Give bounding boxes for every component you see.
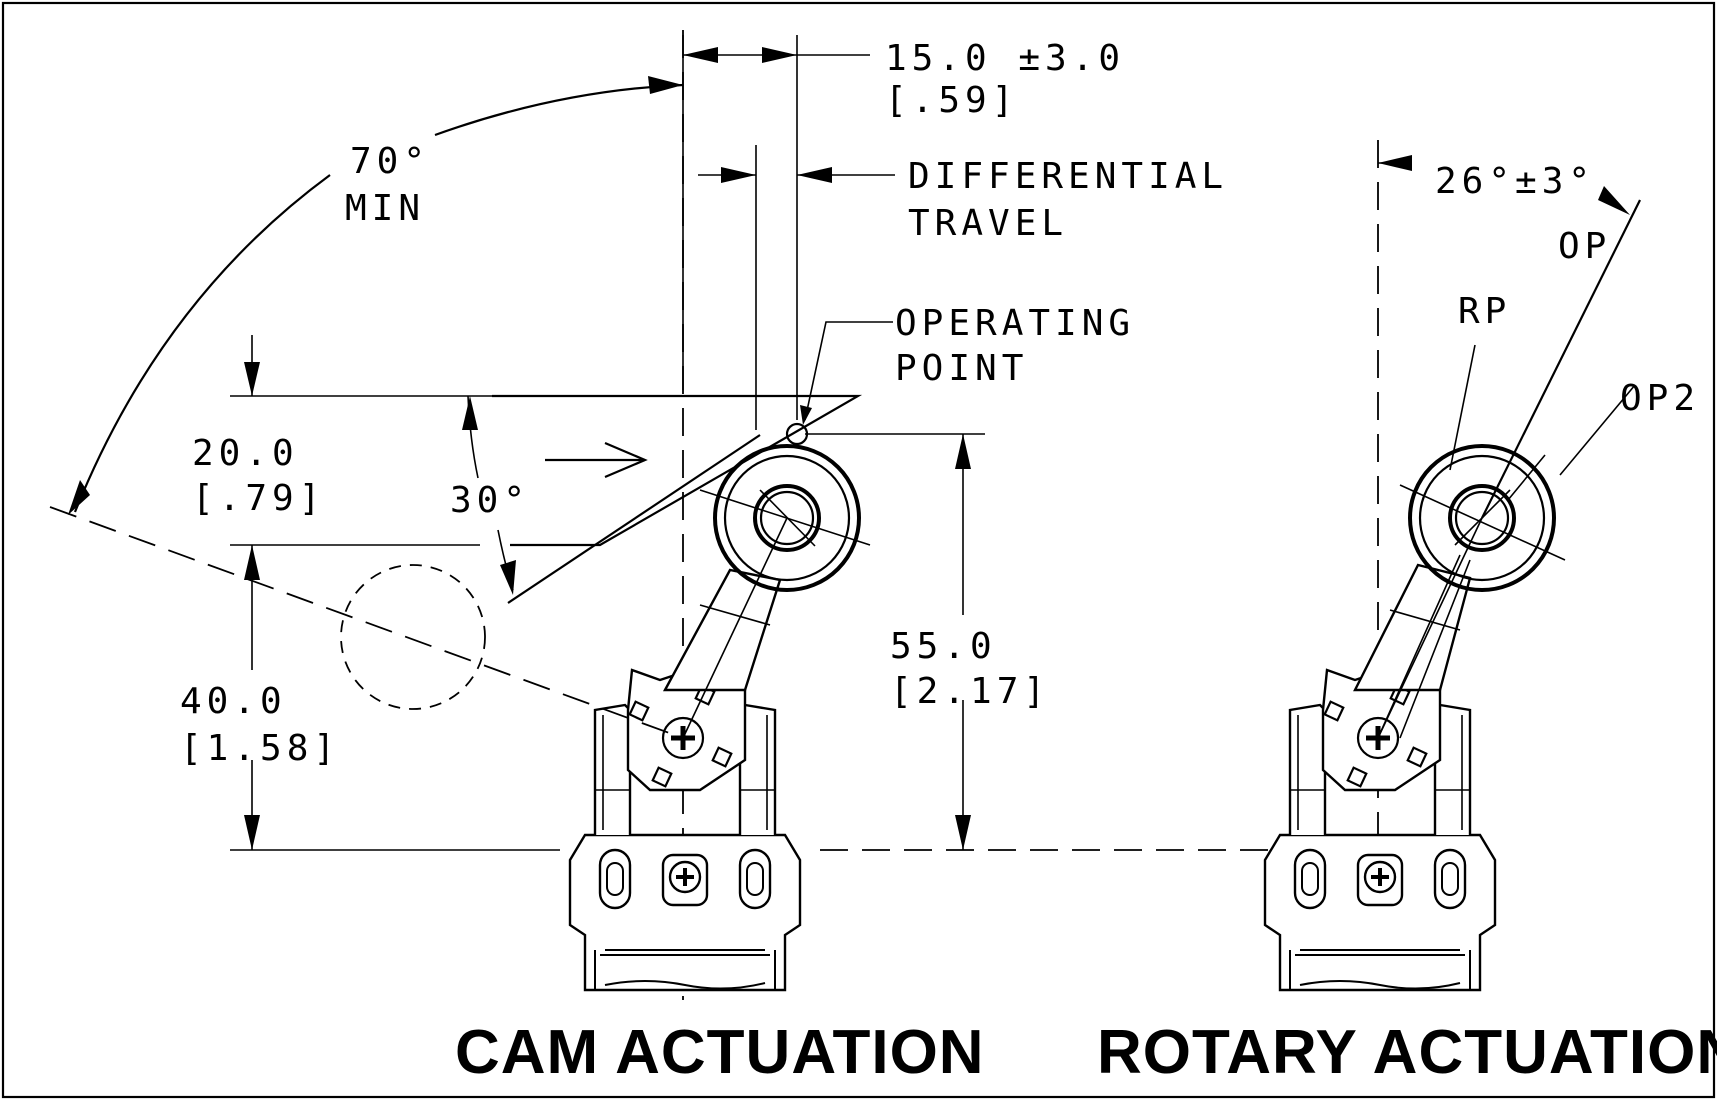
cam-hub-key [651,766,673,788]
cam-hub-key [628,700,650,722]
dim-55-inch-label: [2.17] [890,671,1050,712]
cam-roller-ghost [340,564,486,710]
angle-70-arrowhead [68,480,90,515]
angle-70-arrowhead [648,76,683,94]
rotary-lever-crease [1389,609,1461,631]
cam-actuation-title: CAM ACTUATION [455,1018,985,1087]
dim-55-label: 55.0 [890,626,997,667]
rotary-roller-bore [1448,484,1516,552]
dim-55-arrowhead [955,434,971,469]
rp-line [1449,344,1476,471]
dim-40-arrowhead [244,815,260,850]
angle-26-label: 26°±3° [1435,161,1595,202]
operating-point-label-1: OPERATING [895,303,1135,344]
dim-40-arrowhead [244,545,260,580]
op2-line [1559,384,1636,476]
angle-26-arrowhead [1598,186,1630,215]
cam-roller-axis [699,489,871,546]
cam-roller-inner [723,454,851,582]
angle-70-label: 70° [350,141,430,182]
dim-15-arrowhead [762,47,797,63]
dim-20-inch-label: [.79] [192,478,325,519]
cam-ramp-upper [492,394,863,547]
rotary-lever-axis [1377,517,1483,739]
dim-15-arrowhead [683,47,718,63]
cam-swing-line [49,506,684,739]
angle-70-arc [73,174,331,513]
op-label: OP [1558,226,1611,267]
differential-travel-label-1: DIFFERENTIAL [908,156,1228,197]
op2-label: OP2 [1620,378,1700,419]
op2-line [1507,454,1546,501]
angle-30-label: 30° [450,480,530,521]
dim-40-inch-label: [1.58] [180,728,340,769]
cam-hub-key [711,746,733,768]
operating-point-arrowhead [800,405,812,425]
dim-20-label: 20.0 [192,433,299,474]
cam-actuation-view [49,30,985,1000]
dim-55-arrowhead [955,815,971,850]
cam-motion-arrowhead [604,441,648,479]
rotary-roller-inner [1418,454,1546,582]
diff-travel-arrowhead [721,167,756,183]
rotary-actuation-title: ROTARY ACTUATION [1097,1018,1717,1087]
cam-roller-outer [713,444,861,592]
diff-travel-arrowhead [797,167,832,183]
angle-30-arrowhead [500,560,516,595]
cam-ramp-lower [507,434,761,604]
dim-15-inch-label: [.59] [885,80,1018,121]
operating-point-leader [804,321,893,421]
rotary-roller-axis [1399,484,1566,561]
rotary-roller-bore-inner [1454,490,1510,546]
rotary-lever-axis [1399,559,1471,739]
rotary-actuation-view [1263,140,1641,992]
cam-hub-screw [661,716,705,760]
cam-lever-crease [699,604,771,626]
dim-15-label: 15.0 ±3.0 [885,38,1125,79]
angle-30-arrowhead [462,396,478,430]
rotary-lever-axis [1377,554,1461,739]
rp-label: RP [1458,291,1511,332]
rotary-hub-key [1323,700,1345,722]
dim-20-arrowhead [244,362,260,396]
angle-70-arc [434,83,684,137]
dim-40-label: 40.0 [180,681,287,722]
op-line [1481,199,1641,519]
cam-lever-axis [682,517,788,739]
operating-point-label-2: POINT [895,348,1028,389]
rotary-hub-key [1346,766,1368,788]
rotary-roller-outer [1408,444,1556,592]
cam-roller-bore-inner [759,490,815,546]
angle-70-min-label: MIN [345,188,425,229]
differential-travel-label-2: TRAVEL [908,203,1068,244]
cam-roller-bore [753,484,821,552]
rotary-hub-screw [1356,716,1400,760]
rotary-hub-key [1406,746,1428,768]
